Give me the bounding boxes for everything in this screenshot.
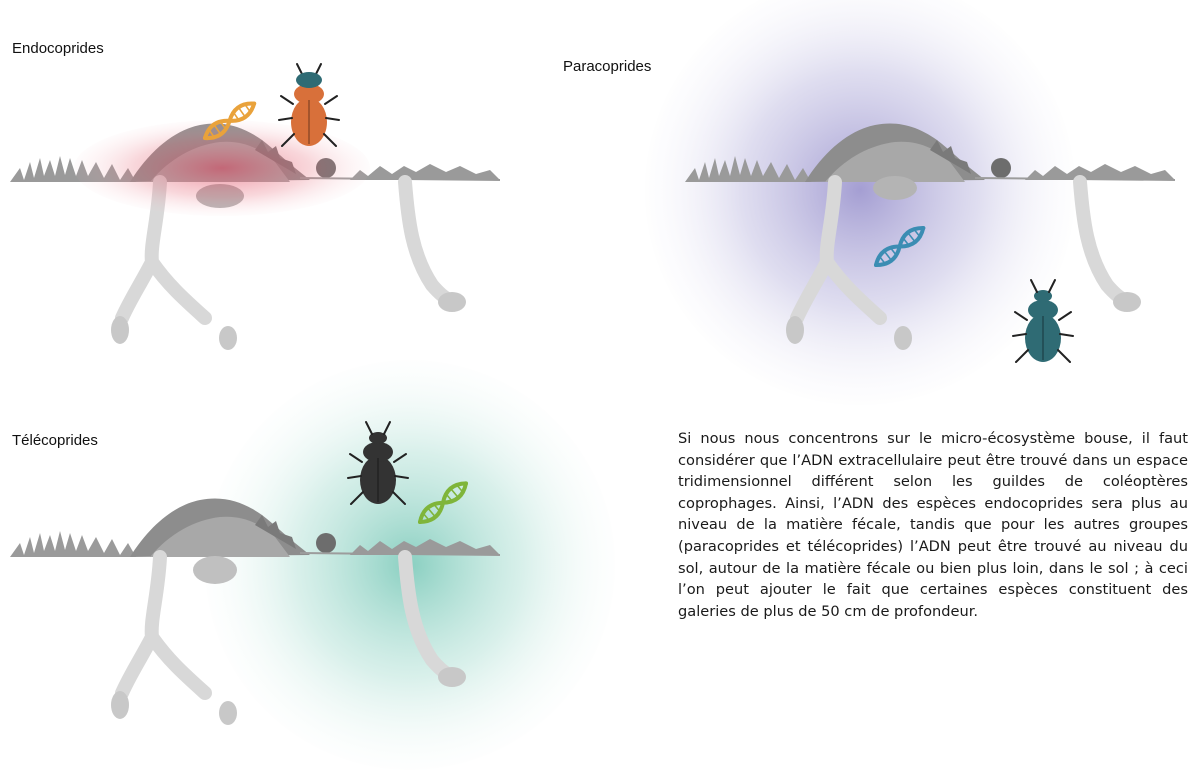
telecoprides-panel	[10, 360, 615, 770]
endocoprides-panel	[10, 64, 500, 350]
para-burrowed-beetle	[873, 176, 917, 200]
label-telecoprides: Télécoprides	[12, 432, 98, 449]
para-dna-zone-glow	[645, 0, 1075, 405]
tele-burrowed-beetle	[193, 556, 237, 584]
endo-beetle-head	[296, 72, 322, 88]
explanatory-paragraph: Si nous nous concentrons sur le micro-éc…	[678, 428, 1188, 622]
label-paracoprides: Paracoprides	[563, 58, 651, 75]
label-endocoprides: Endocoprides	[12, 40, 104, 57]
paracoprides-panel	[645, 0, 1175, 405]
